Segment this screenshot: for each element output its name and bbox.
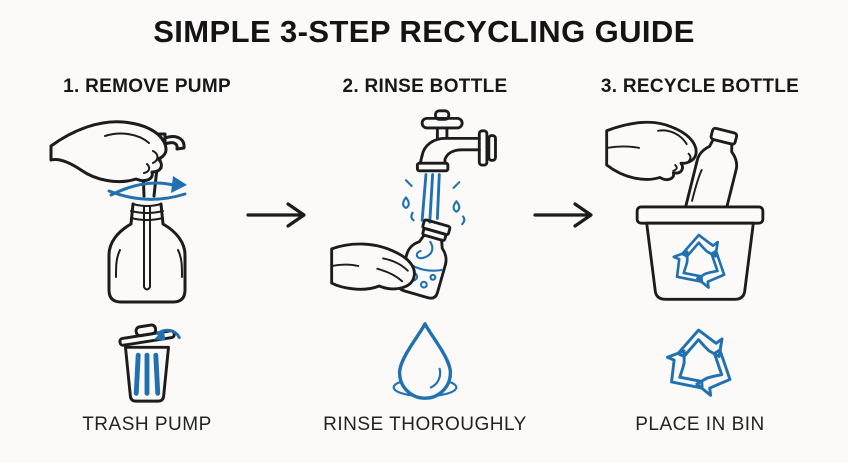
recycle-symbol-on-bin bbox=[672, 233, 726, 289]
step-1-caption: TRASH PUMP bbox=[82, 414, 212, 435]
hand-outline bbox=[605, 120, 698, 181]
into-trash-arrow bbox=[156, 328, 181, 340]
rinse-bottle-illustration bbox=[330, 109, 497, 300]
step-2-heading: 2. RINSE BOTTLE bbox=[342, 76, 508, 97]
step-3-heading: 3. RECYCLE BOTTLE bbox=[600, 76, 800, 97]
step-column-2: 2. RINSE BOTTLE bbox=[305, 76, 545, 436]
step-3-caption: PLACE IN BIN bbox=[635, 414, 765, 435]
faucet-icon bbox=[415, 109, 497, 173]
bottle-outline bbox=[397, 218, 452, 300]
soap-bottle-outline bbox=[107, 202, 187, 304]
step-2-caption: RINSE THOROUGHLY bbox=[323, 414, 527, 435]
step-column-1: 1. REMOVE PUMP bbox=[27, 76, 267, 436]
step-column-3: 3. RECYCLE BOTTLE bbox=[580, 76, 820, 436]
step-arrow-icon bbox=[246, 202, 306, 228]
hand-outline bbox=[49, 120, 168, 184]
hand-outline bbox=[330, 242, 416, 291]
remove-pump-illustration bbox=[49, 120, 187, 304]
recycle-bottle-illustration bbox=[605, 120, 765, 301]
step-1-heading: 1. REMOVE PUMP bbox=[63, 76, 231, 97]
page-title: SIMPLE 3-STEP RECYCLING GUIDE bbox=[153, 14, 695, 49]
rotation-arrow-icon bbox=[107, 176, 187, 201]
water-drop-icon bbox=[392, 322, 458, 400]
trash-lid bbox=[118, 323, 176, 347]
recycling-bin-outline bbox=[635, 205, 765, 301]
step-arrow-icon bbox=[533, 202, 593, 228]
water-stream bbox=[402, 173, 466, 226]
recycling-arrows-icon bbox=[665, 328, 732, 397]
trash-can-icon bbox=[118, 323, 181, 403]
